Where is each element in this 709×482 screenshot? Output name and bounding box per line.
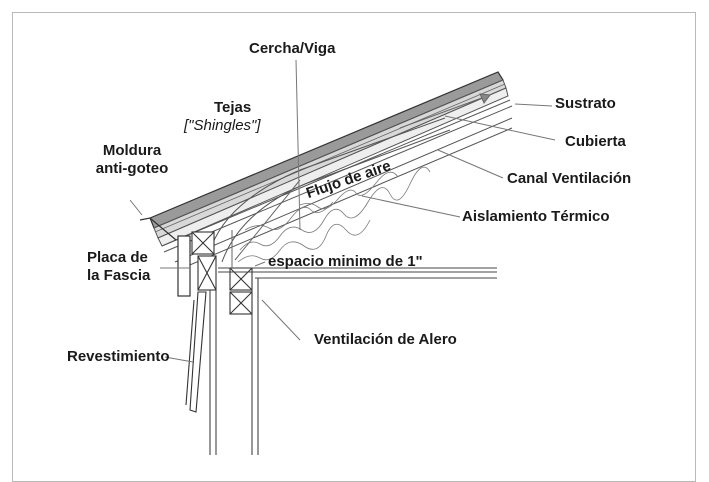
label-moldura-line1: Moldura [102, 142, 162, 159]
roof-substrate-decking [157, 87, 513, 253]
leader-lines [129, 59, 556, 363]
roof-shingles [149, 71, 507, 239]
label-moldura: Moldura anti-goteo [77, 142, 187, 178]
label-canal-ventilacion: Canal Ventilación [507, 170, 632, 187]
rafter [174, 117, 513, 271]
label-tejas: Tejas [214, 99, 252, 116]
label-sustrato: Sustrato [555, 95, 616, 112]
label-placa: Placa de la Fascia [87, 249, 150, 285]
siding [185, 291, 207, 413]
ventilation-baffle [211, 117, 451, 263]
label-revestimiento: Revestimiento [67, 348, 170, 365]
top-plate-blocks [191, 231, 253, 315]
label-placa-line1: Placa de [87, 249, 148, 266]
label-moldura-line2: anti-goteo [95, 160, 169, 177]
airflow-arrows [231, 93, 491, 268]
diagram-card [12, 12, 696, 482]
label-cercha-viga: Cercha/Viga [249, 40, 336, 57]
label-cubierta: Cubierta [565, 133, 626, 150]
wall-studs [209, 278, 259, 455]
label-espacio-minimo: espacio minimo de 1" [268, 253, 423, 270]
label-placa-line2: la Fascia [87, 267, 151, 284]
label-shingles: ["Shingles"] [184, 117, 261, 134]
fascia-board [139, 217, 191, 297]
label-aislamiento-termico: Aislamiento Térmico [462, 208, 610, 225]
ceiling-joist [218, 267, 497, 279]
label-ventilacion-alero: Ventilación de Alero [314, 331, 457, 348]
